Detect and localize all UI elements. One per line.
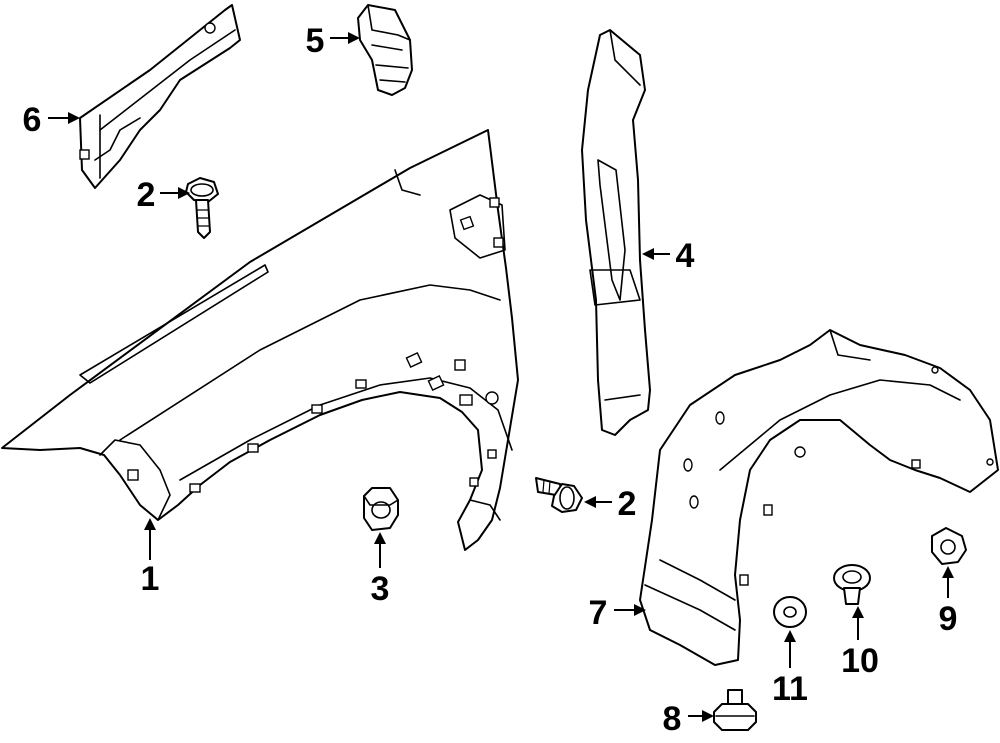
leader-line-2b <box>584 496 612 508</box>
callout-2-lower: 2 <box>618 485 637 523</box>
leader-line-3 <box>374 532 386 568</box>
leader-line-10 <box>852 606 864 640</box>
callout-2-upper: 2 <box>137 176 156 214</box>
leader-line-7 <box>614 604 646 616</box>
bolt-lower-part <box>535 477 583 513</box>
callout-9: 9 <box>939 600 958 638</box>
push-clip-part <box>833 564 871 605</box>
leader-line-2a <box>160 187 190 199</box>
retainer-nut-part <box>931 527 967 565</box>
leader-line-11 <box>784 630 796 668</box>
washer-part <box>773 596 807 628</box>
screw-part <box>713 689 757 731</box>
leader-line-9 <box>942 566 954 598</box>
callout-10: 10 <box>841 642 879 680</box>
upper-bracket-part <box>79 4 241 189</box>
callout-7: 7 <box>589 594 608 632</box>
leader-line-4 <box>642 248 670 260</box>
callout-4: 4 <box>676 237 695 275</box>
leader-line-1 <box>144 518 156 560</box>
leader-line-6 <box>48 112 80 124</box>
callout-8: 8 <box>663 700 682 738</box>
leader-line-8 <box>688 710 714 722</box>
block-insulator-part <box>357 4 413 96</box>
callout-5: 5 <box>306 22 325 60</box>
vertical-panel-part <box>581 29 651 436</box>
callout-1: 1 <box>141 560 160 598</box>
callout-11: 11 <box>772 670 808 708</box>
fender-liner-part <box>639 329 999 666</box>
callout-3: 3 <box>371 570 390 608</box>
callout-6: 6 <box>23 101 42 139</box>
leader-line-5 <box>330 32 360 44</box>
fender-part <box>1 129 519 551</box>
nut-part <box>363 487 399 531</box>
bolt-upper-part <box>185 177 219 239</box>
